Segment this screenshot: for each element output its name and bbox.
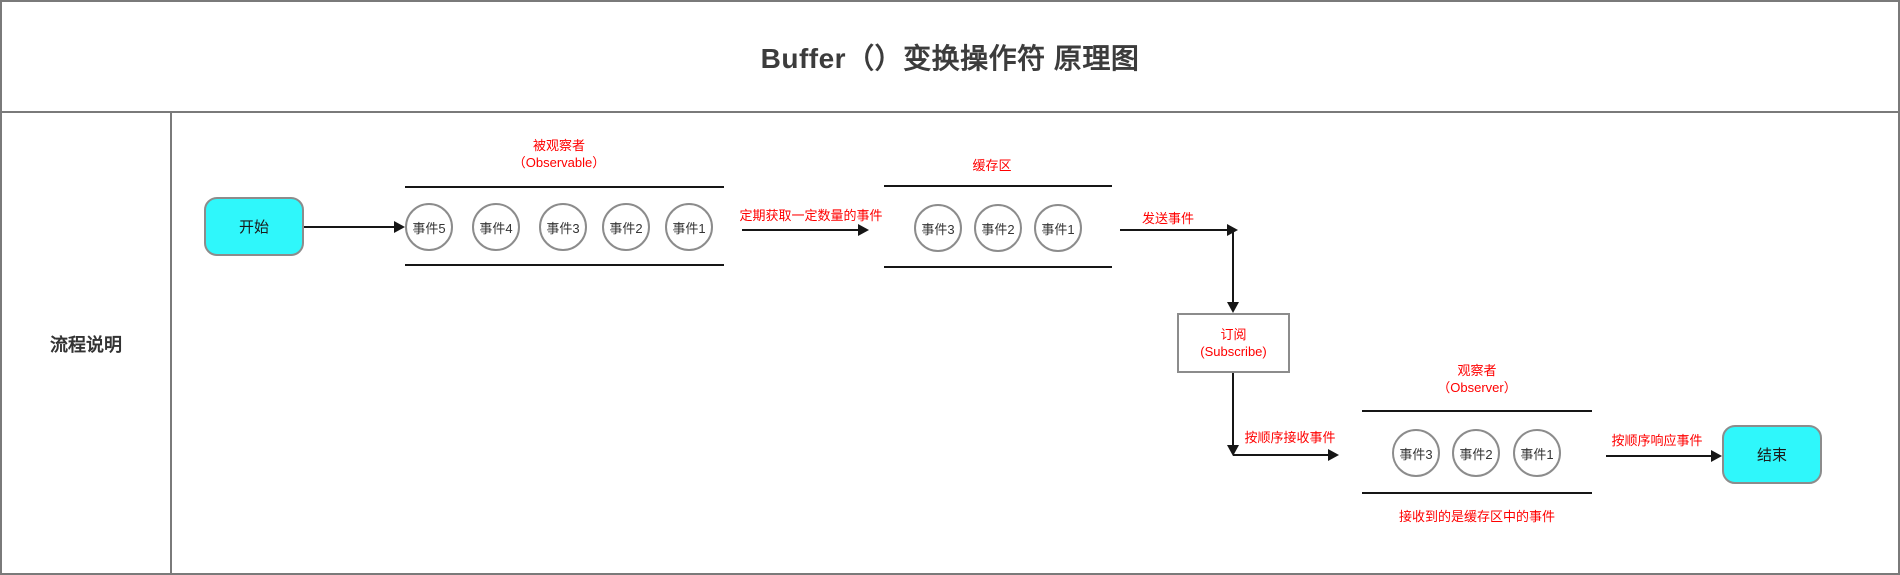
buffer-track-bottom-line: [884, 266, 1112, 268]
arrow-line-respond: [1606, 455, 1711, 457]
flow-description-label: 流程说明: [50, 335, 122, 355]
event-label: 事件3: [921, 221, 955, 237]
subscribe-label-line1: 订阅: [1220, 327, 1247, 342]
event-label: 事件2: [609, 220, 643, 236]
event-label: 事件1: [672, 220, 706, 236]
arrow-line-receive-horizontal: [1233, 454, 1328, 456]
observable-group-label: 被观察者 （Observable）: [469, 137, 649, 171]
observable-label-line2: （Observable）: [512, 155, 606, 170]
observer-label-line1: 观察者: [1457, 363, 1497, 378]
arrowhead-right-icon: [394, 221, 405, 233]
arrowhead-right-icon: [1328, 449, 1339, 461]
observable-track-bottom-line: [405, 264, 724, 266]
flow-description-column: 流程说明: [2, 113, 172, 573]
subscribe-label-line2: (Subscribe): [1200, 344, 1267, 359]
event-label: 事件2: [1459, 446, 1493, 462]
event-circle: 事件1: [665, 203, 713, 251]
event-label: 事件5: [412, 220, 446, 236]
observer-note-label: 接收到的是缓存区中的事件: [1398, 509, 1555, 524]
send-edge-label: 发送事件: [1141, 211, 1194, 226]
event-circle: 事件1: [1513, 429, 1561, 477]
arrowhead-right-icon: [858, 224, 869, 236]
event-circle: 事件1: [1034, 204, 1082, 252]
event-circle: 事件4: [472, 203, 520, 251]
event-circle: 事件3: [539, 203, 587, 251]
observer-track-bottom-line: [1362, 492, 1592, 494]
arrowhead-right-icon: [1711, 450, 1722, 462]
event-circle: 事件3: [914, 204, 962, 252]
end-node-label: 结束: [1756, 447, 1787, 464]
event-label: 事件2: [981, 221, 1015, 237]
event-label: 事件1: [1041, 221, 1075, 237]
subscribe-node: 订阅 (Subscribe): [1177, 313, 1290, 373]
arrow-line-fetch: [742, 229, 858, 231]
event-circle: 事件5: [405, 203, 453, 251]
event-circle: 事件2: [974, 204, 1022, 252]
fetch-edge-label: 定期获取一定数量的事件: [739, 208, 883, 223]
diagram-title: Buffer（）变换操作符 原理图: [760, 42, 1140, 74]
buffer-group-label: 缓存区: [972, 158, 1012, 173]
observer-track-top-line: [1362, 410, 1592, 412]
event-circle: 事件2: [602, 203, 650, 251]
title-band: Buffer（）变换操作符 原理图: [2, 2, 1898, 113]
arrow-line-send-vertical: [1232, 231, 1234, 302]
arrowhead-down-icon: [1227, 302, 1239, 313]
observer-label-line2: （Observer）: [1437, 380, 1517, 395]
event-label: 事件3: [1399, 446, 1433, 462]
arrow-line-receive-vertical: [1232, 373, 1234, 446]
respond-edge-label: 按顺序响应事件: [1611, 433, 1703, 448]
observable-label-line1: 被观察者: [532, 138, 585, 153]
arrowhead-right-icon: [1227, 224, 1238, 236]
event-label: 事件4: [479, 220, 513, 236]
start-node-label: 开始: [238, 219, 269, 236]
receive-edge-label: 按顺序接收事件: [1244, 430, 1336, 445]
event-label: 事件1: [1520, 446, 1554, 462]
observer-group-label: 观察者 （Observer）: [1387, 362, 1567, 396]
event-circle: 事件2: [1452, 429, 1500, 477]
observable-track-top-line: [405, 186, 724, 188]
event-circle: 事件3: [1392, 429, 1440, 477]
start-node: 开始: [204, 197, 304, 256]
arrowhead-down-icon: [1227, 445, 1239, 456]
arrow-line-start-to-observable: [304, 226, 394, 228]
end-node: 结束: [1722, 425, 1822, 484]
buffer-track-top-line: [884, 185, 1112, 187]
arrow-line-send-horizontal: [1120, 229, 1227, 231]
event-label: 事件3: [546, 220, 580, 236]
